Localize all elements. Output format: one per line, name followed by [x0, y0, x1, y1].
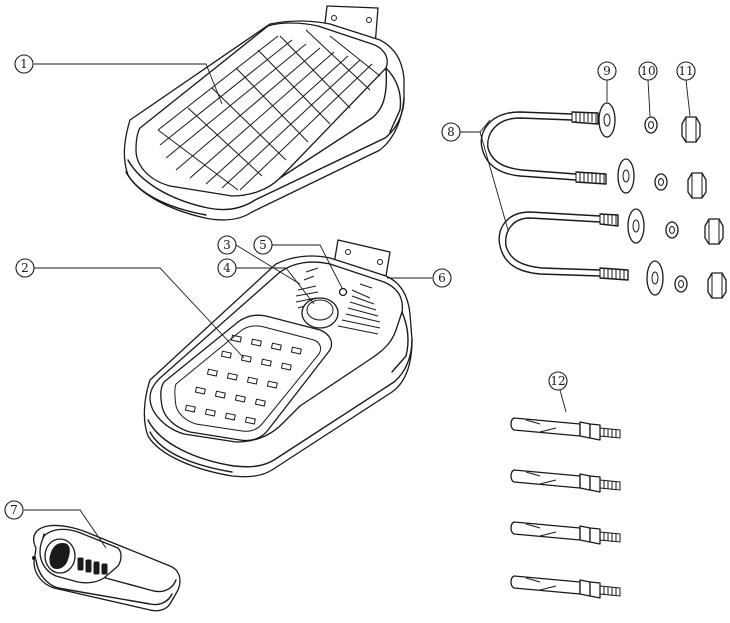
callout-11: 11	[677, 62, 695, 116]
expansion-bolt-icon	[511, 418, 620, 598]
callout-5-label: 5	[259, 238, 267, 252]
callout-12-label: 12	[550, 374, 565, 388]
callout-4-label: 4	[223, 261, 231, 275]
callout-8: 8	[442, 120, 508, 230]
callout-11-label: 11	[678, 64, 693, 78]
callout-7-label: 7	[10, 503, 18, 517]
callout-12: 12	[549, 372, 567, 412]
callout-9-label: 9	[603, 64, 611, 78]
callout-3-label: 3	[223, 238, 231, 252]
keypad-front-view-icon	[144, 240, 412, 477]
remote-control-icon	[32, 525, 180, 610]
callout-9: 9	[598, 62, 616, 102]
callout-6-label: 6	[438, 271, 446, 285]
callout-1-label: 1	[20, 57, 28, 71]
callout-10: 10	[639, 62, 657, 116]
callout-10-label: 10	[640, 64, 655, 78]
keypad-rear-view-icon	[124, 6, 404, 220]
callout-8-label: 8	[447, 125, 455, 139]
callout-2-label: 2	[21, 261, 29, 275]
hex-nut-icon	[682, 117, 726, 298]
